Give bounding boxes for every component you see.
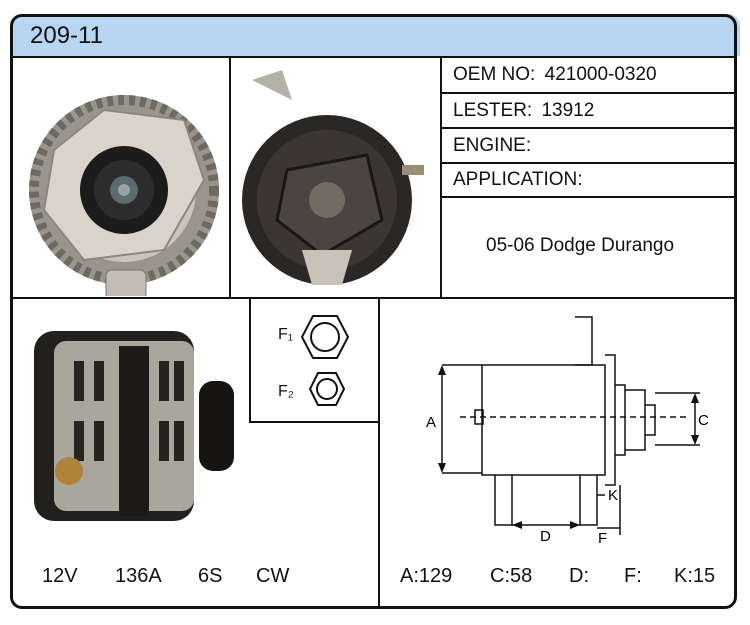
title-bar: [10, 14, 740, 56]
divider: [229, 56, 231, 299]
spec-rotation: CW: [256, 565, 290, 587]
lester-row: LESTER: 13912: [453, 100, 594, 122]
spec-voltage: 12V: [42, 565, 78, 587]
application-label: APPLICATION:: [453, 169, 583, 190]
dim-d-value: D:: [569, 565, 589, 587]
divider: [249, 297, 251, 422]
engine-label: ENGINE:: [453, 135, 532, 156]
divider: [378, 297, 380, 609]
divider: [10, 56, 737, 58]
application-value: 05-06 Dodge Durango: [486, 235, 675, 256]
engine-row: ENGINE:: [453, 135, 531, 157]
dim-label-f: F: [598, 530, 607, 547]
dim-label-k: K: [608, 487, 618, 504]
lester-value: 13912: [541, 100, 595, 121]
dim-f-value: F:: [624, 565, 642, 587]
lester-label: LESTER:: [453, 100, 533, 121]
alternator-front-photo: [14, 60, 226, 296]
divider: [440, 56, 442, 299]
oem-row: OEM NO: 421000-0320: [453, 64, 657, 86]
dim-label-d: D: [540, 528, 551, 545]
part-number-title: 209-11: [30, 22, 103, 49]
dim-c-value: C:58: [490, 565, 533, 587]
alternator-side-photo: [14, 301, 246, 537]
pulley-f2-label: F₂: [278, 383, 294, 400]
divider: [10, 297, 737, 299]
divider: [249, 421, 379, 423]
hex-nut-f1-icon: [300, 315, 350, 359]
divider: [440, 162, 737, 164]
alternator-rear-photo: [232, 60, 438, 296]
divider: [440, 127, 737, 129]
dim-a-value: A:129: [400, 565, 453, 587]
divider: [440, 196, 737, 198]
dimension-diagram: A C D F K: [426, 316, 709, 547]
hex-nut-f2-icon: [308, 372, 346, 406]
pulley-f1-label: F₁: [278, 326, 294, 343]
spec-pulley: 6S: [198, 565, 223, 587]
outer-frame: [10, 14, 737, 609]
divider: [440, 92, 737, 94]
spec-amperage: 136A: [115, 565, 162, 587]
oem-label: OEM NO:: [453, 64, 536, 85]
dim-label-a: A: [426, 414, 436, 431]
dim-label-c: C: [698, 412, 709, 429]
oem-value: 421000-0320: [544, 64, 657, 85]
dim-k-value: K:15: [674, 565, 716, 587]
